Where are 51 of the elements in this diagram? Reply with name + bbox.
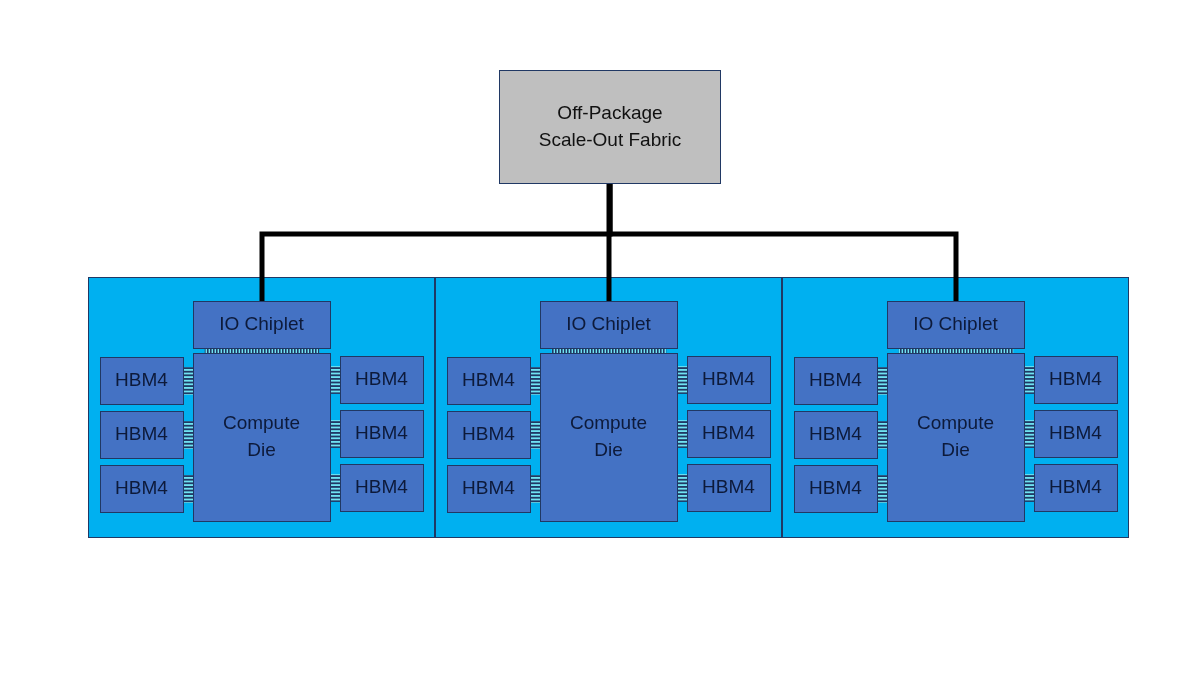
bridge-connector <box>331 420 340 448</box>
bridge-connector <box>184 421 193 449</box>
package-panel <box>782 277 1129 538</box>
bridge-connector <box>678 474 687 502</box>
memory-block: HBM4 <box>793 410 878 459</box>
bridge-connector <box>1025 420 1034 448</box>
fabric-block: Off-Package Scale-Out Fabric <box>499 70 721 184</box>
bridge-connector <box>184 367 193 395</box>
memory-block: HBM4 <box>446 464 531 513</box>
memory-block: HBM4 <box>339 355 424 404</box>
bridge-connector <box>878 475 887 503</box>
bridge-connector <box>1025 474 1034 502</box>
bridge-connector <box>331 474 340 502</box>
memory-block: HBM4 <box>99 356 184 405</box>
bridge-connector <box>898 349 1014 353</box>
bridge-connector <box>531 475 540 503</box>
bridge-connector <box>531 367 540 395</box>
package-panel <box>88 277 435 538</box>
bridge-connector <box>531 421 540 449</box>
bridge-connector <box>331 366 340 394</box>
chiplet-block: IO Chiplet <box>192 300 331 349</box>
memory-block: HBM4 <box>1033 409 1118 458</box>
bridge-connector <box>878 421 887 449</box>
memory-block: HBM4 <box>446 356 531 405</box>
memory-block: HBM4 <box>793 464 878 513</box>
bridge-connector <box>678 420 687 448</box>
memory-block: HBM4 <box>1033 463 1118 512</box>
chiplet-block: IO Chiplet <box>886 300 1025 349</box>
bridge-connector <box>204 349 320 353</box>
bridge-connector <box>551 349 667 353</box>
bridge-connector <box>878 367 887 395</box>
memory-block: HBM4 <box>686 409 771 458</box>
die-block: Compute Die <box>192 352 331 522</box>
memory-block: HBM4 <box>793 356 878 405</box>
memory-block: HBM4 <box>339 409 424 458</box>
bus-connector <box>607 184 959 301</box>
memory-block: HBM4 <box>686 355 771 404</box>
die-block: Compute Die <box>886 352 1025 522</box>
memory-block: HBM4 <box>99 410 184 459</box>
memory-block: HBM4 <box>686 463 771 512</box>
die-block: Compute Die <box>539 352 678 522</box>
memory-block: HBM4 <box>99 464 184 513</box>
memory-block: HBM4 <box>1033 355 1118 404</box>
bridge-connector <box>1025 366 1034 394</box>
bridge-connector <box>184 475 193 503</box>
memory-block: HBM4 <box>446 410 531 459</box>
bus-connector <box>606 184 612 301</box>
bridge-connector <box>678 366 687 394</box>
package-panel <box>435 277 782 538</box>
memory-block: HBM4 <box>339 463 424 512</box>
chiplet-block: IO Chiplet <box>539 300 678 349</box>
